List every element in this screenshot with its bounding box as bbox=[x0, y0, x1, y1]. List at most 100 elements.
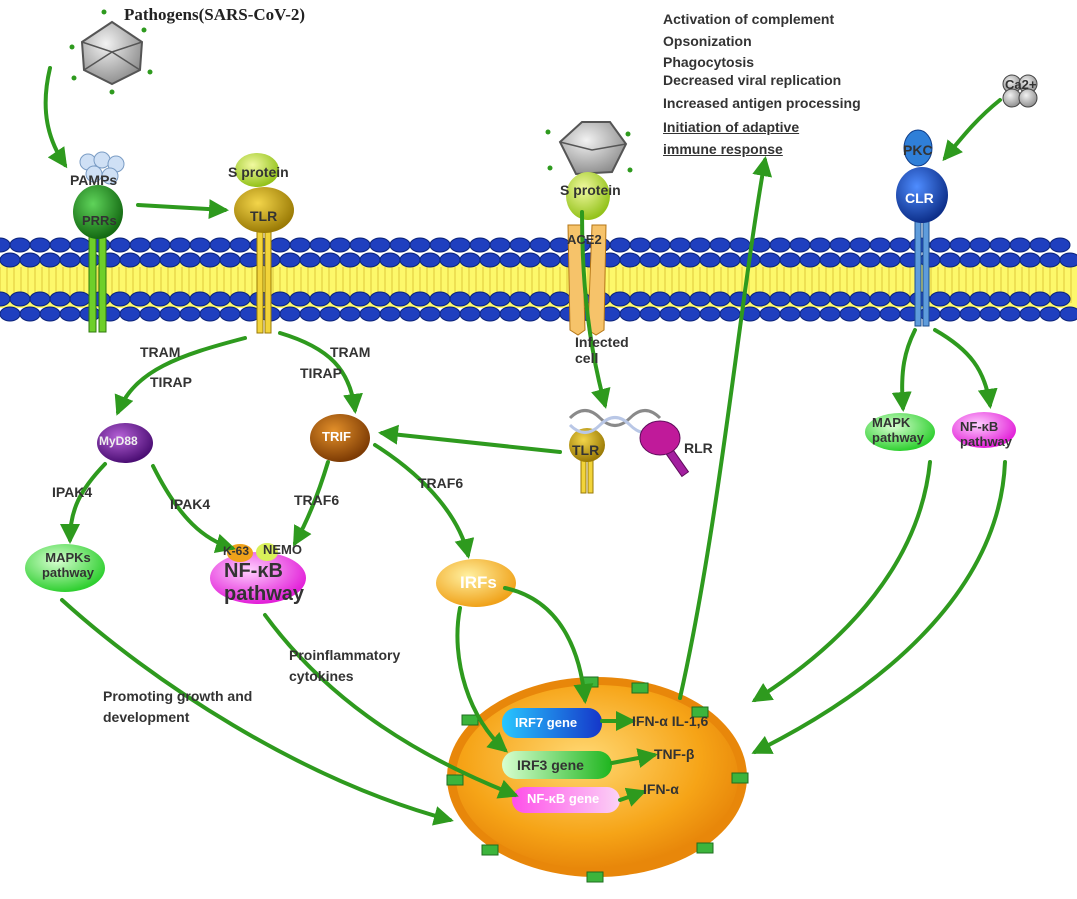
signal-arrow bbox=[933, 328, 998, 409]
lipid-head bbox=[619, 306, 641, 322]
lipid-head bbox=[319, 252, 341, 268]
effect-item: Opsonization bbox=[663, 33, 752, 49]
mapk-pathway-node bbox=[865, 413, 935, 451]
tirap-label: TIRAP bbox=[150, 374, 192, 390]
lipid-head bbox=[779, 306, 801, 322]
lipid-head bbox=[459, 252, 481, 268]
lipid-head bbox=[309, 291, 331, 307]
lipid-head bbox=[649, 291, 671, 307]
lipid-head bbox=[789, 237, 811, 253]
nemo-label: NEMO bbox=[263, 542, 302, 557]
lipid-head bbox=[939, 306, 961, 322]
lipid-head bbox=[999, 306, 1021, 322]
nfkb-pathway-label: NF-κB pathway bbox=[224, 560, 305, 605]
myd88-label: MyD88 bbox=[99, 434, 138, 448]
signal-arrow bbox=[678, 156, 773, 700]
lipid-head bbox=[769, 237, 791, 253]
lipid-head bbox=[179, 252, 201, 268]
lipid-head bbox=[399, 252, 421, 268]
lipid-head bbox=[649, 237, 671, 253]
lipid-head bbox=[429, 237, 451, 253]
lipid-head bbox=[699, 252, 721, 268]
lipid-head bbox=[119, 306, 141, 322]
lipid-head bbox=[229, 237, 251, 253]
lipid-head bbox=[159, 306, 181, 322]
signal-arrow bbox=[373, 443, 475, 559]
lipid-head bbox=[379, 306, 401, 322]
output-ifn-a: IFN-α bbox=[643, 781, 679, 797]
proinflammatory-label: Proinflammatory cytokines bbox=[289, 647, 401, 684]
lipid-head bbox=[139, 252, 161, 268]
lipid-head bbox=[499, 252, 521, 268]
output-tnf: TNF-β bbox=[654, 746, 695, 762]
lipid-head bbox=[39, 252, 61, 268]
lipid-head bbox=[939, 252, 961, 268]
lipid-head bbox=[689, 291, 711, 307]
trif-node bbox=[310, 414, 370, 462]
lipid-head bbox=[839, 306, 861, 322]
clr-label: CLR bbox=[905, 190, 934, 206]
lipid-head bbox=[29, 237, 51, 253]
lipid-head bbox=[749, 291, 771, 307]
lipid-head bbox=[1019, 306, 1041, 322]
lipid-head bbox=[479, 252, 501, 268]
traf6-label: TRAF6 bbox=[418, 475, 464, 491]
lipid-head bbox=[329, 237, 351, 253]
lipid-head bbox=[519, 306, 541, 322]
mapks-pathway-label: MAPKs pathway bbox=[41, 550, 94, 580]
signal-arrow bbox=[503, 586, 594, 704]
ace2-receptor bbox=[566, 172, 610, 336]
lipid-head bbox=[659, 252, 681, 268]
lipid-head bbox=[719, 306, 741, 322]
lipid-head bbox=[759, 306, 781, 322]
lipid-head bbox=[759, 252, 781, 268]
pkc-label: PKC bbox=[903, 142, 933, 158]
lipid-head bbox=[1039, 252, 1061, 268]
lipid-head bbox=[129, 291, 151, 307]
lipid-head bbox=[229, 291, 251, 307]
irf7-gene-label: IRF7 gene bbox=[515, 715, 578, 730]
clr-receptor bbox=[896, 129, 948, 327]
lipid-head bbox=[679, 252, 701, 268]
calcium-ion-icon bbox=[1002, 74, 1038, 108]
signal-arrow bbox=[942, 98, 1002, 162]
lipid-head bbox=[489, 237, 511, 253]
lipid-head bbox=[719, 252, 741, 268]
lipid-head bbox=[659, 306, 681, 322]
lipid-head bbox=[849, 291, 871, 307]
lipid-head bbox=[499, 306, 521, 322]
lipid-head bbox=[379, 252, 401, 268]
lipid-head bbox=[299, 306, 321, 322]
lipid-head bbox=[389, 237, 411, 253]
lipid-head bbox=[629, 291, 651, 307]
lipid-head bbox=[439, 306, 461, 322]
lipid-head bbox=[859, 252, 881, 268]
effect-item: Increased antigen processing bbox=[663, 95, 861, 111]
lipid-head bbox=[729, 237, 751, 253]
lipid-head bbox=[489, 291, 511, 307]
nuclear-pore bbox=[631, 682, 649, 694]
lipid-head bbox=[829, 237, 851, 253]
tlr-label: TLR bbox=[572, 442, 600, 458]
lipid-head bbox=[69, 237, 91, 253]
lipid-head bbox=[1029, 237, 1051, 253]
lipid-head bbox=[669, 237, 691, 253]
lipid-head bbox=[929, 291, 951, 307]
signal-arrow bbox=[114, 336, 247, 416]
lipid-head bbox=[769, 291, 791, 307]
signal-arrows bbox=[43, 66, 1007, 826]
lipid-head bbox=[429, 291, 451, 307]
nuclear-pore bbox=[461, 714, 479, 726]
lipid-head bbox=[119, 252, 141, 268]
lipid-head bbox=[799, 252, 821, 268]
rlr-label: RLR bbox=[684, 440, 713, 456]
lipid-head bbox=[669, 291, 691, 307]
lipid-head bbox=[629, 237, 651, 253]
lipid-head bbox=[129, 237, 151, 253]
lipid-head bbox=[309, 237, 331, 253]
lipid-head bbox=[409, 237, 431, 253]
lipid-head bbox=[509, 237, 531, 253]
irfs-label: IRFs bbox=[460, 573, 497, 592]
effect-item: Phagocytosis bbox=[663, 54, 755, 70]
